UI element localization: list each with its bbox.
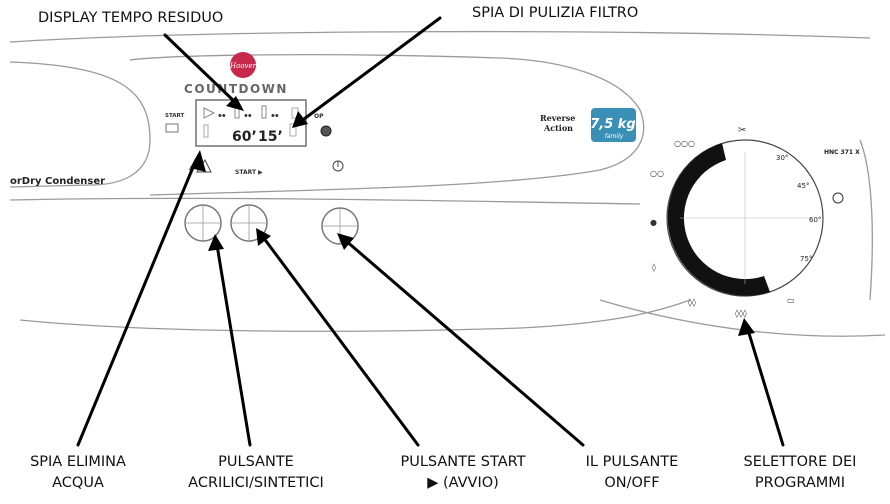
callout-arrowheads: [190, 96, 755, 336]
svg-text:○○○: ○○○: [674, 139, 695, 148]
svg-text:••: ••: [271, 110, 279, 122]
label-line: ACQUA: [52, 475, 104, 491]
display-time-15: 15’: [258, 129, 283, 145]
hoover-logo: Hoover: [229, 52, 257, 78]
power-icon: [332, 160, 344, 172]
countdown-title: COUNTDOWN: [184, 82, 288, 96]
callout-arrows: [76, 16, 785, 447]
label-spia-pulizia-filtro: SPIA DI PULIZIA FILTRO: [472, 5, 639, 21]
label-display-tempo-residuo: DISPLAY TEMPO RESIDUO: [38, 10, 224, 26]
reverse-label: Reverse: [540, 113, 575, 123]
svg-text:••: ••: [244, 110, 252, 122]
label-line: PULSANTE START: [400, 454, 526, 470]
start-indicator-label: START: [165, 113, 185, 119]
label-pulsante-start: PULSANTE START ▶ (AVVIO): [378, 452, 548, 494]
program-selector-dial[interactable]: 30° 45° 60° 75°: [666, 139, 824, 297]
svg-text:✂: ✂: [738, 125, 746, 136]
dial-symbols: ○○○ ○○ ● ◊ ◊◊ ◊◊◊ ▭ ✂: [650, 125, 844, 318]
label-line: ▶ (AVVIO): [427, 475, 499, 491]
svg-text:◊◊◊: ◊◊◊: [735, 309, 747, 318]
svg-text:▭: ▭: [787, 296, 795, 305]
label-pulsante-acrilici: PULSANTE ACRILICI/SINTETICI: [176, 452, 336, 494]
svg-text:••: ••: [218, 110, 226, 122]
label-line: PROGRAMMI: [754, 475, 846, 491]
label-line: SELETTORE DEI: [743, 454, 857, 470]
label-selettore-programmi: SELETTORE DEI PROGRAMMI: [730, 452, 870, 494]
label-line: SPIA ELIMINA: [30, 454, 126, 470]
label-line: IL PULSANTE: [585, 454, 679, 470]
dial-label-75: 75°: [800, 255, 812, 263]
model-number: HNC 371 X: [824, 149, 860, 156]
label-line: PULSANTE: [218, 454, 294, 470]
display-time-60: 60’: [232, 129, 257, 145]
capacity-value: 7,5 kg: [590, 117, 636, 132]
label-spia-elimina-acqua: SPIA ELIMINA ACQUA: [8, 452, 148, 494]
capacity-family: family: [605, 133, 624, 140]
label-line: ACRILICI/SINTETICI: [188, 475, 324, 491]
svg-text:◊: ◊: [652, 263, 656, 272]
svg-text:Hoover: Hoover: [229, 62, 257, 70]
acrylic-button[interactable]: [184, 204, 222, 242]
product-name: orDry Condenser: [10, 176, 105, 187]
label-pulsante-onoff: IL PULSANTE ON/OFF: [572, 452, 692, 494]
action-label: Action: [543, 123, 573, 133]
start-button-label: START ▶: [235, 169, 263, 176]
pause-icon: [165, 123, 179, 133]
onoff-button[interactable]: [321, 207, 359, 245]
capacity-badge: 7,5 kg family: [590, 108, 636, 142]
svg-text:●: ●: [650, 218, 657, 227]
dial-label-60: 60°: [809, 216, 821, 224]
dial-label-45: 45°: [797, 182, 809, 190]
svg-text:○○: ○○: [650, 169, 664, 178]
dial-label-30: 30°: [776, 154, 788, 162]
countdown-display: •• •• •• 60’ 15’: [195, 99, 307, 147]
svg-text:◊◊: ◊◊: [688, 298, 696, 307]
stop-indicator-label: OP: [314, 113, 324, 120]
label-line: ON/OFF: [604, 475, 660, 491]
filter-warning-light: [320, 125, 332, 137]
